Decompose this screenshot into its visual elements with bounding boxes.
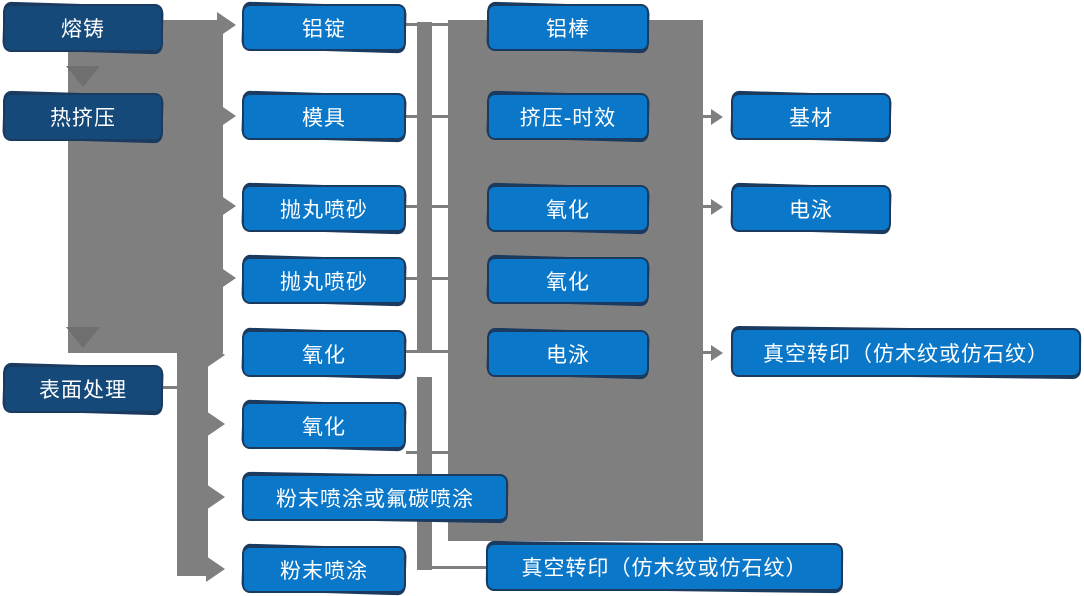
node-label: 铝锭 xyxy=(302,16,346,41)
connector-mid-bar-upper xyxy=(417,22,432,353)
node-powder-or-fluorocarbon-coating: 粉末喷涂或氟碳喷涂 xyxy=(241,471,509,524)
node-shot-blasting-2: 抛丸喷砂 xyxy=(241,254,407,307)
node-label: 熔铸 xyxy=(61,17,105,41)
arrow-down-icon xyxy=(66,66,100,87)
node-label: 基材 xyxy=(789,105,833,130)
link-oxidation2-row xyxy=(406,451,448,454)
node-label: 抛丸喷砂 xyxy=(280,269,368,294)
node-label: 电泳 xyxy=(789,197,833,222)
node-label: 粉末喷涂 xyxy=(280,558,368,583)
link-powder-to-vacuum xyxy=(432,566,486,569)
node-label: 电泳 xyxy=(546,342,590,367)
link-blast2-row xyxy=(406,277,448,280)
node-substrate: 基材 xyxy=(730,90,892,143)
node-mold: 模具 xyxy=(241,90,407,143)
node-label: 真空转印（仿木纹或仿石纹） xyxy=(521,556,808,580)
link-surface-treatment xyxy=(163,386,179,389)
arrow-tail xyxy=(702,351,713,354)
node-aluminum-rod: 铝棒 xyxy=(486,1,650,54)
node-extrusion-aging: 挤压-时效 xyxy=(486,90,650,143)
arrow-down-icon xyxy=(66,327,100,348)
node-label: 表面处理 xyxy=(39,378,127,402)
node-electrophoresis-1: 电泳 xyxy=(486,327,650,380)
node-vacuum-transfer-1: 真空转印（仿木纹或仿石纹） xyxy=(485,540,844,594)
node-surface-treatment: 表面处理 xyxy=(2,362,164,416)
node-label: 挤压-时效 xyxy=(519,105,617,130)
link-blast1-row xyxy=(406,205,448,208)
node-label: 模具 xyxy=(302,105,346,130)
node-oxidation-3: 氧化 xyxy=(486,182,650,235)
node-powder-coating: 粉末喷涂 xyxy=(241,543,407,596)
arrow-right-icon xyxy=(217,12,236,38)
arrow-right-icon xyxy=(206,411,225,437)
arrow-right-icon xyxy=(206,556,225,582)
node-hot-extrusion: 热挤压 xyxy=(2,90,164,144)
arrow-right-icon xyxy=(206,342,225,368)
node-oxidation-4: 氧化 xyxy=(486,254,650,307)
link-mold-row xyxy=(406,115,448,118)
node-melting-casting: 熔铸 xyxy=(2,1,164,55)
node-aluminum-ingot: 铝锭 xyxy=(241,1,407,54)
node-label: 真空转印（仿木纹或仿石纹） xyxy=(763,341,1049,366)
arrow-right-icon xyxy=(206,484,225,510)
node-label: 氧化 xyxy=(302,342,346,367)
node-label: 热挤压 xyxy=(50,106,116,130)
node-shot-blasting-1: 抛丸喷砂 xyxy=(241,182,407,235)
arrow-right-icon xyxy=(711,109,723,125)
link-ingot-row xyxy=(406,23,448,26)
arrow-tail xyxy=(702,115,713,118)
node-label: 氧化 xyxy=(546,269,590,294)
arrow-right-icon xyxy=(711,345,723,361)
connector-surface-branch-bar xyxy=(177,353,208,576)
link-oxidation1-row xyxy=(406,350,448,353)
node-oxidation-2: 氧化 xyxy=(241,399,407,452)
arrow-right-icon xyxy=(217,265,236,291)
arrow-right-icon xyxy=(217,193,236,219)
arrow-tail xyxy=(702,205,713,208)
arrow-right-icon xyxy=(217,103,236,129)
node-electrophoresis-2: 电泳 xyxy=(730,182,892,235)
node-oxidation-1: 氧化 xyxy=(241,327,407,380)
node-label: 粉末喷涂或氟碳喷涂 xyxy=(276,486,474,511)
node-label: 抛丸喷砂 xyxy=(280,197,368,222)
node-label: 氧化 xyxy=(302,414,346,439)
arrow-right-icon xyxy=(711,199,723,215)
node-label: 氧化 xyxy=(546,197,590,222)
node-label: 铝棒 xyxy=(546,16,590,41)
node-vacuum-transfer-2: 真空转印（仿木纹或仿石纹） xyxy=(730,325,1082,380)
